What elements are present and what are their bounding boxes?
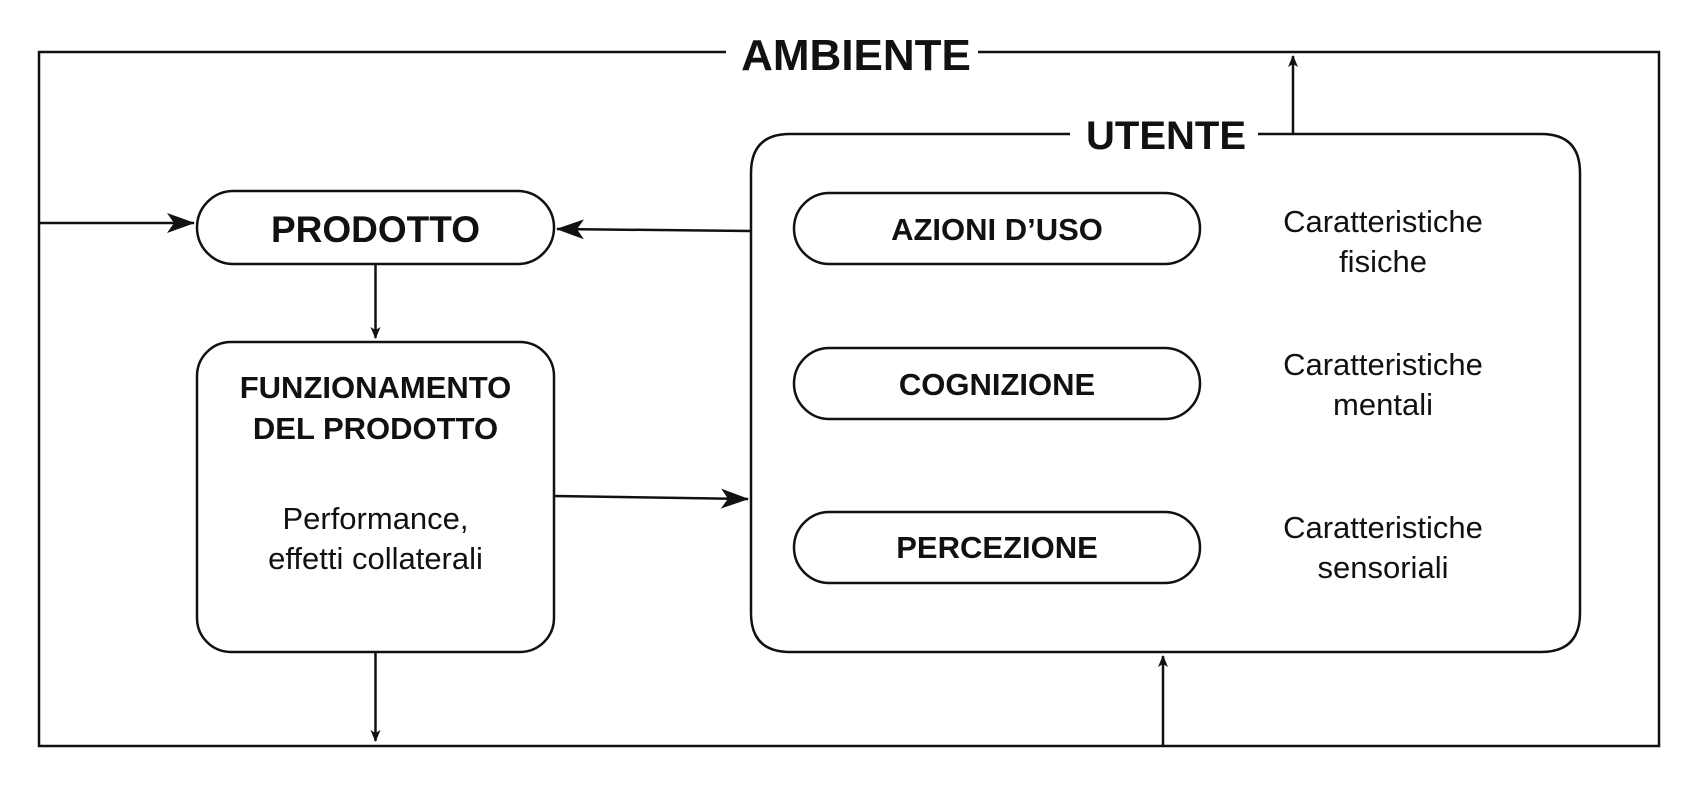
product-label: PRODOTTO: [271, 209, 480, 250]
environment-title: AMBIENTE: [741, 31, 971, 80]
user-item-actions-label: AZIONI D’USO: [891, 212, 1103, 247]
functioning-desc-line1: Performance,: [282, 501, 468, 536]
user-item-actions-char-line1: Caratteristiche: [1283, 204, 1483, 239]
user-item-cognition-box: [792, 346, 1202, 421]
user-item-perception-char-line1: Caratteristiche: [1283, 510, 1483, 545]
user-item-cognition-label: COGNIZIONE: [899, 367, 1095, 402]
user-item-perception-label: PERCEZIONE: [896, 530, 1098, 565]
user-item-cognition-char-line2: mentali: [1333, 387, 1433, 422]
user-item-actions-char-line2: fisiche: [1339, 244, 1427, 279]
arrow-functioning-to-user: [553, 488, 749, 509]
functioning-desc-line2: effetti collaterali: [268, 541, 483, 576]
functioning-title-line2: DEL PRODOTTO: [253, 411, 498, 446]
user-title: UTENTE: [1086, 114, 1246, 158]
user-item-cognition-char-line1: Caratteristiche: [1283, 347, 1483, 382]
user-item-perception-char-line2: sensoriali: [1318, 550, 1449, 585]
functioning-title-line1: FUNZIONAMENTO: [240, 370, 512, 405]
user-container: [749, 132, 1582, 654]
arrow-user-to-product: [556, 219, 752, 240]
environment-frame: [37, 50, 1661, 748]
user-item-actions-box: [792, 191, 1202, 266]
user-item-perception-box: [792, 510, 1202, 585]
